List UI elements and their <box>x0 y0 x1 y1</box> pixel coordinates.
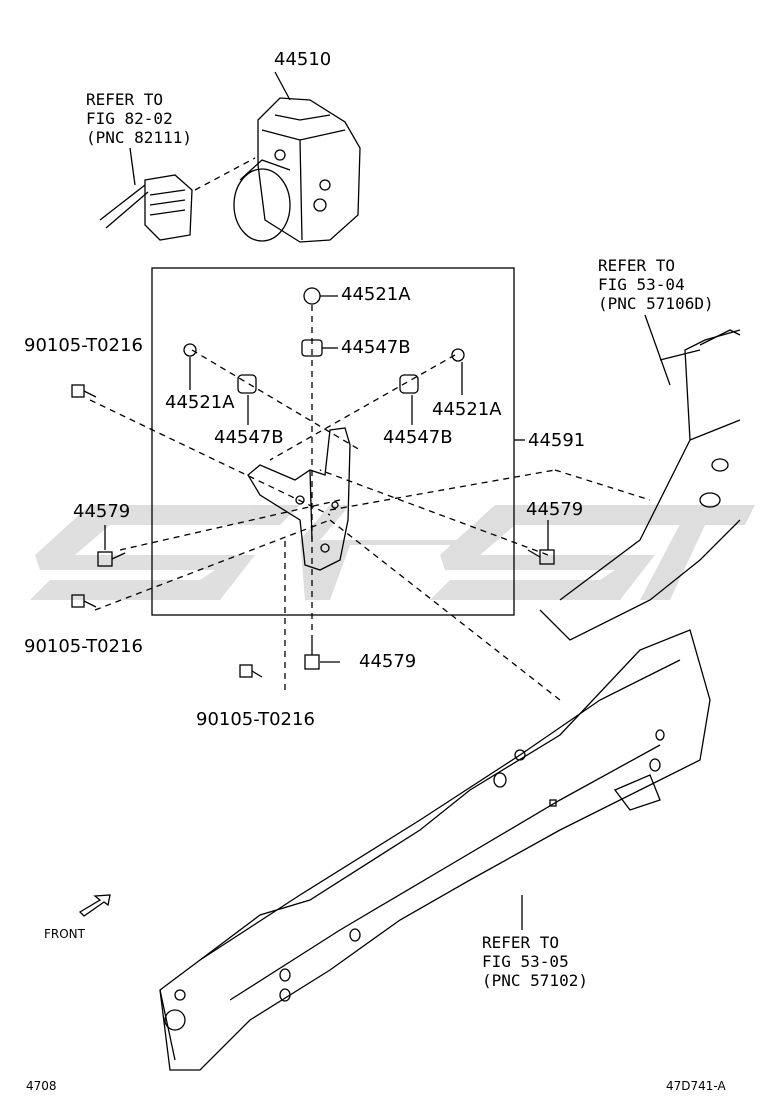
abs-actuator <box>233 97 361 243</box>
ref-line: REFER TO <box>598 256 676 275</box>
part-label-44579-bottom: 44579 <box>359 651 417 672</box>
assembly-frame <box>151 267 515 616</box>
ref-line: FIG 53-05 <box>482 952 569 971</box>
part-label-90105-bottom: 90105-T0216 <box>196 709 315 730</box>
part-label-44521a-top: 44521A <box>341 284 411 305</box>
part-label-90105-top: 90105-T0216 <box>24 335 143 356</box>
part-label-44547b-top: 44547B <box>341 337 411 358</box>
frame-rail <box>159 629 711 1071</box>
part-label-44547b-left: 44547B <box>214 427 284 448</box>
bolt-icon <box>71 384 555 678</box>
ref-line: FIG 53-04 <box>598 275 685 294</box>
wire-connector <box>99 174 193 241</box>
refer-fig-53-05: REFER TO FIG 53-05 (PNC 57102) <box>482 933 588 990</box>
body-panel-upper <box>539 329 741 641</box>
part-label-44579-left: 44579 <box>73 501 131 522</box>
footer-code-left: 4708 <box>26 1079 57 1093</box>
ref-line: REFER TO <box>482 933 560 952</box>
refer-fig-82-02: REFER TO FIG 82-02 (PNC 82111) <box>86 90 192 147</box>
part-label-44547b-right: 44547B <box>383 427 453 448</box>
ref-line: REFER TO <box>86 90 164 109</box>
ref-line: (PNC 57106D) <box>598 294 714 313</box>
watermark-logo <box>30 505 755 600</box>
front-arrow-icon <box>78 894 111 917</box>
footer-code-right: 47D741-A <box>666 1079 726 1093</box>
grommet-icon <box>303 287 321 305</box>
refer-fig-53-04: REFER TO FIG 53-04 (PNC 57106D) <box>598 256 714 313</box>
ref-line: (PNC 82111) <box>86 128 192 147</box>
part-label-44510: 44510 <box>274 49 332 70</box>
part-label-44591: 44591 <box>528 430 586 451</box>
part-label-44521a-left: 44521A <box>165 392 235 413</box>
part-label-44521a-right: 44521A <box>432 399 502 420</box>
part-label-90105-mid: 90105-T0216 <box>24 636 143 657</box>
ref-line: (PNC 57102) <box>482 971 588 990</box>
ref-line: FIG 82-02 <box>86 109 173 128</box>
part-label-44579-right: 44579 <box>526 499 584 520</box>
front-label: FRONT <box>44 927 85 941</box>
bracket <box>247 427 351 571</box>
